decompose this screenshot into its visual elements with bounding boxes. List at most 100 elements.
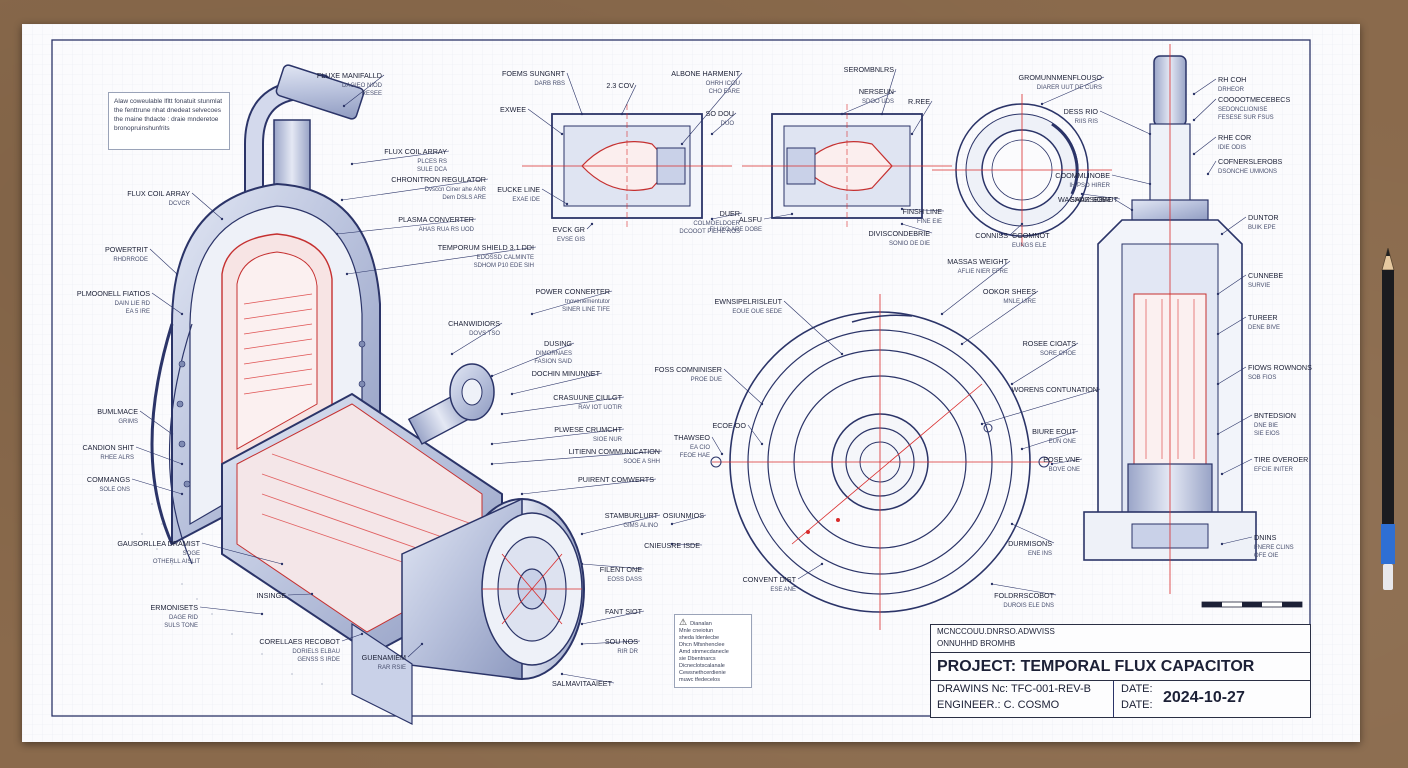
leader-dot (340, 198, 344, 202)
leader-line (1011, 342, 1079, 385)
leader-line (1193, 136, 1217, 155)
leader-line (527, 108, 563, 135)
leader-dot (1220, 542, 1224, 546)
callout-subtext: RIR DR (617, 649, 638, 655)
leader-dot (900, 222, 904, 226)
callout-title: PLWESE CRUMCHT (554, 425, 622, 434)
callout-title: DOCHIN MINUNNET (532, 369, 601, 378)
callout-subtext: PROE DUE (691, 377, 722, 383)
top-callout: 2.3 COV (606, 81, 637, 116)
callout-title: CHRONITRON REGULATOR (391, 175, 486, 184)
callout-subtext: EOSS DASS (607, 577, 642, 583)
leader-line (1217, 274, 1247, 295)
drawing-number: DRAWINS Nc: TFC-001-REV-B (937, 683, 1092, 695)
leader-line (1081, 193, 1121, 200)
leader-line (491, 450, 663, 465)
mid-callout: PUIRENT COMWERTS (520, 475, 657, 496)
callout-subtext: FEOE HAE (680, 453, 710, 459)
vertical-section-view (1083, 44, 1257, 594)
callout-subtext: FNERE CLINS (1254, 545, 1294, 551)
leader-dot (180, 492, 184, 496)
leader-dot (990, 582, 994, 586)
callout-subtext: RAR RSIE (378, 665, 406, 671)
callout-subtext: DCVCR (169, 201, 191, 207)
left-callout: CHRONITRON REGULATOR Dvsccn Ciner ahe ANR… (340, 175, 489, 202)
leader-dot (880, 112, 884, 116)
callout-subtext: FLUXO ARE DOBE (710, 227, 762, 233)
leader-dot (1216, 292, 1220, 296)
callout-subtext: ESE ANE (770, 587, 796, 593)
leader-dot (590, 222, 594, 226)
leader-dot (560, 132, 564, 136)
callout-subtext: DIMORNAES (536, 351, 572, 357)
callout-title: FOEMS SUNGNRT (502, 69, 566, 78)
leader-line (671, 514, 707, 525)
leader-line (1001, 233, 1011, 236)
callout-subtext: DAGE RID (169, 615, 199, 621)
leader-dot (840, 352, 844, 356)
callout-subtext: AHAS RUA RS UOD (419, 227, 475, 233)
leader-line (351, 150, 450, 165)
callout-title: POWERTRIT (105, 245, 149, 254)
leader-line (1207, 160, 1217, 175)
leader-dot (1192, 118, 1196, 122)
leader-line (621, 84, 637, 115)
leader-line (711, 212, 743, 220)
callout-subtext: GENSS S IRDE (297, 657, 340, 663)
leader-dot (900, 207, 904, 211)
callout-title: SEROMBNLRS (844, 65, 895, 74)
callout-subtext: OTHERLL AISLIT (153, 559, 200, 565)
callout-title: SO DOU (706, 109, 734, 118)
leader-line (1221, 216, 1247, 235)
callout-title: OSIUNMIOS (663, 511, 704, 520)
callout-title: DUER (720, 209, 740, 218)
callout-title: LITIENN COMMUNICATION (569, 447, 660, 456)
leader-line (191, 192, 223, 220)
leader-dot (680, 142, 684, 146)
callout-title: BNTEDSION (1254, 411, 1296, 420)
top-callout: R.REE (908, 97, 933, 136)
callout-subtext: EA CIO (690, 445, 710, 451)
callout-title: CHANWIDIORS (448, 319, 500, 328)
warning-box: ⚠Dianalan Mnle cneiotun sheda ldenlecbe … (674, 614, 752, 688)
warning-icon: ⚠ (679, 617, 688, 627)
leader-dot (1010, 382, 1014, 386)
leader-dot (960, 342, 964, 346)
callout-subtext: DRHEOR (1218, 87, 1245, 93)
leader-line (1221, 536, 1253, 545)
warning-title: Dianalan (690, 621, 712, 627)
top-callout: SAUZSEBAUT (1070, 192, 1121, 204)
callout-subtext: SINER LINE TIFE (562, 307, 610, 313)
callout-subtext: DNE BIE (1254, 423, 1278, 429)
leader-line (747, 424, 763, 445)
leader-line (961, 290, 1039, 345)
leader-line (1217, 366, 1247, 385)
callout-title: CNIEUSRE ISDE (644, 541, 700, 550)
leader-dot (670, 542, 674, 546)
leader-dot (560, 672, 564, 676)
leader-line (199, 606, 263, 615)
leader-line (581, 610, 645, 625)
leader-line (681, 72, 743, 145)
leader-dot (1220, 232, 1224, 236)
warning-line: Mnle cneiotun (679, 628, 714, 634)
callout-title: COFNERSLEROBS (1218, 157, 1283, 166)
leader-dot (790, 212, 794, 216)
right-callout: WORENS CONTUNATION (980, 385, 1101, 426)
leader-dot (500, 412, 504, 416)
engineer-name: ENGINEER.: C. COSMO (937, 699, 1060, 711)
leader-dot (670, 522, 674, 526)
callout-subtext: EOUE OUE SEDE (732, 309, 782, 315)
leader-line (1217, 414, 1253, 435)
leader-line (336, 218, 477, 235)
callout-subtext: Dvsccn Ciner ahe ANR (425, 187, 487, 193)
